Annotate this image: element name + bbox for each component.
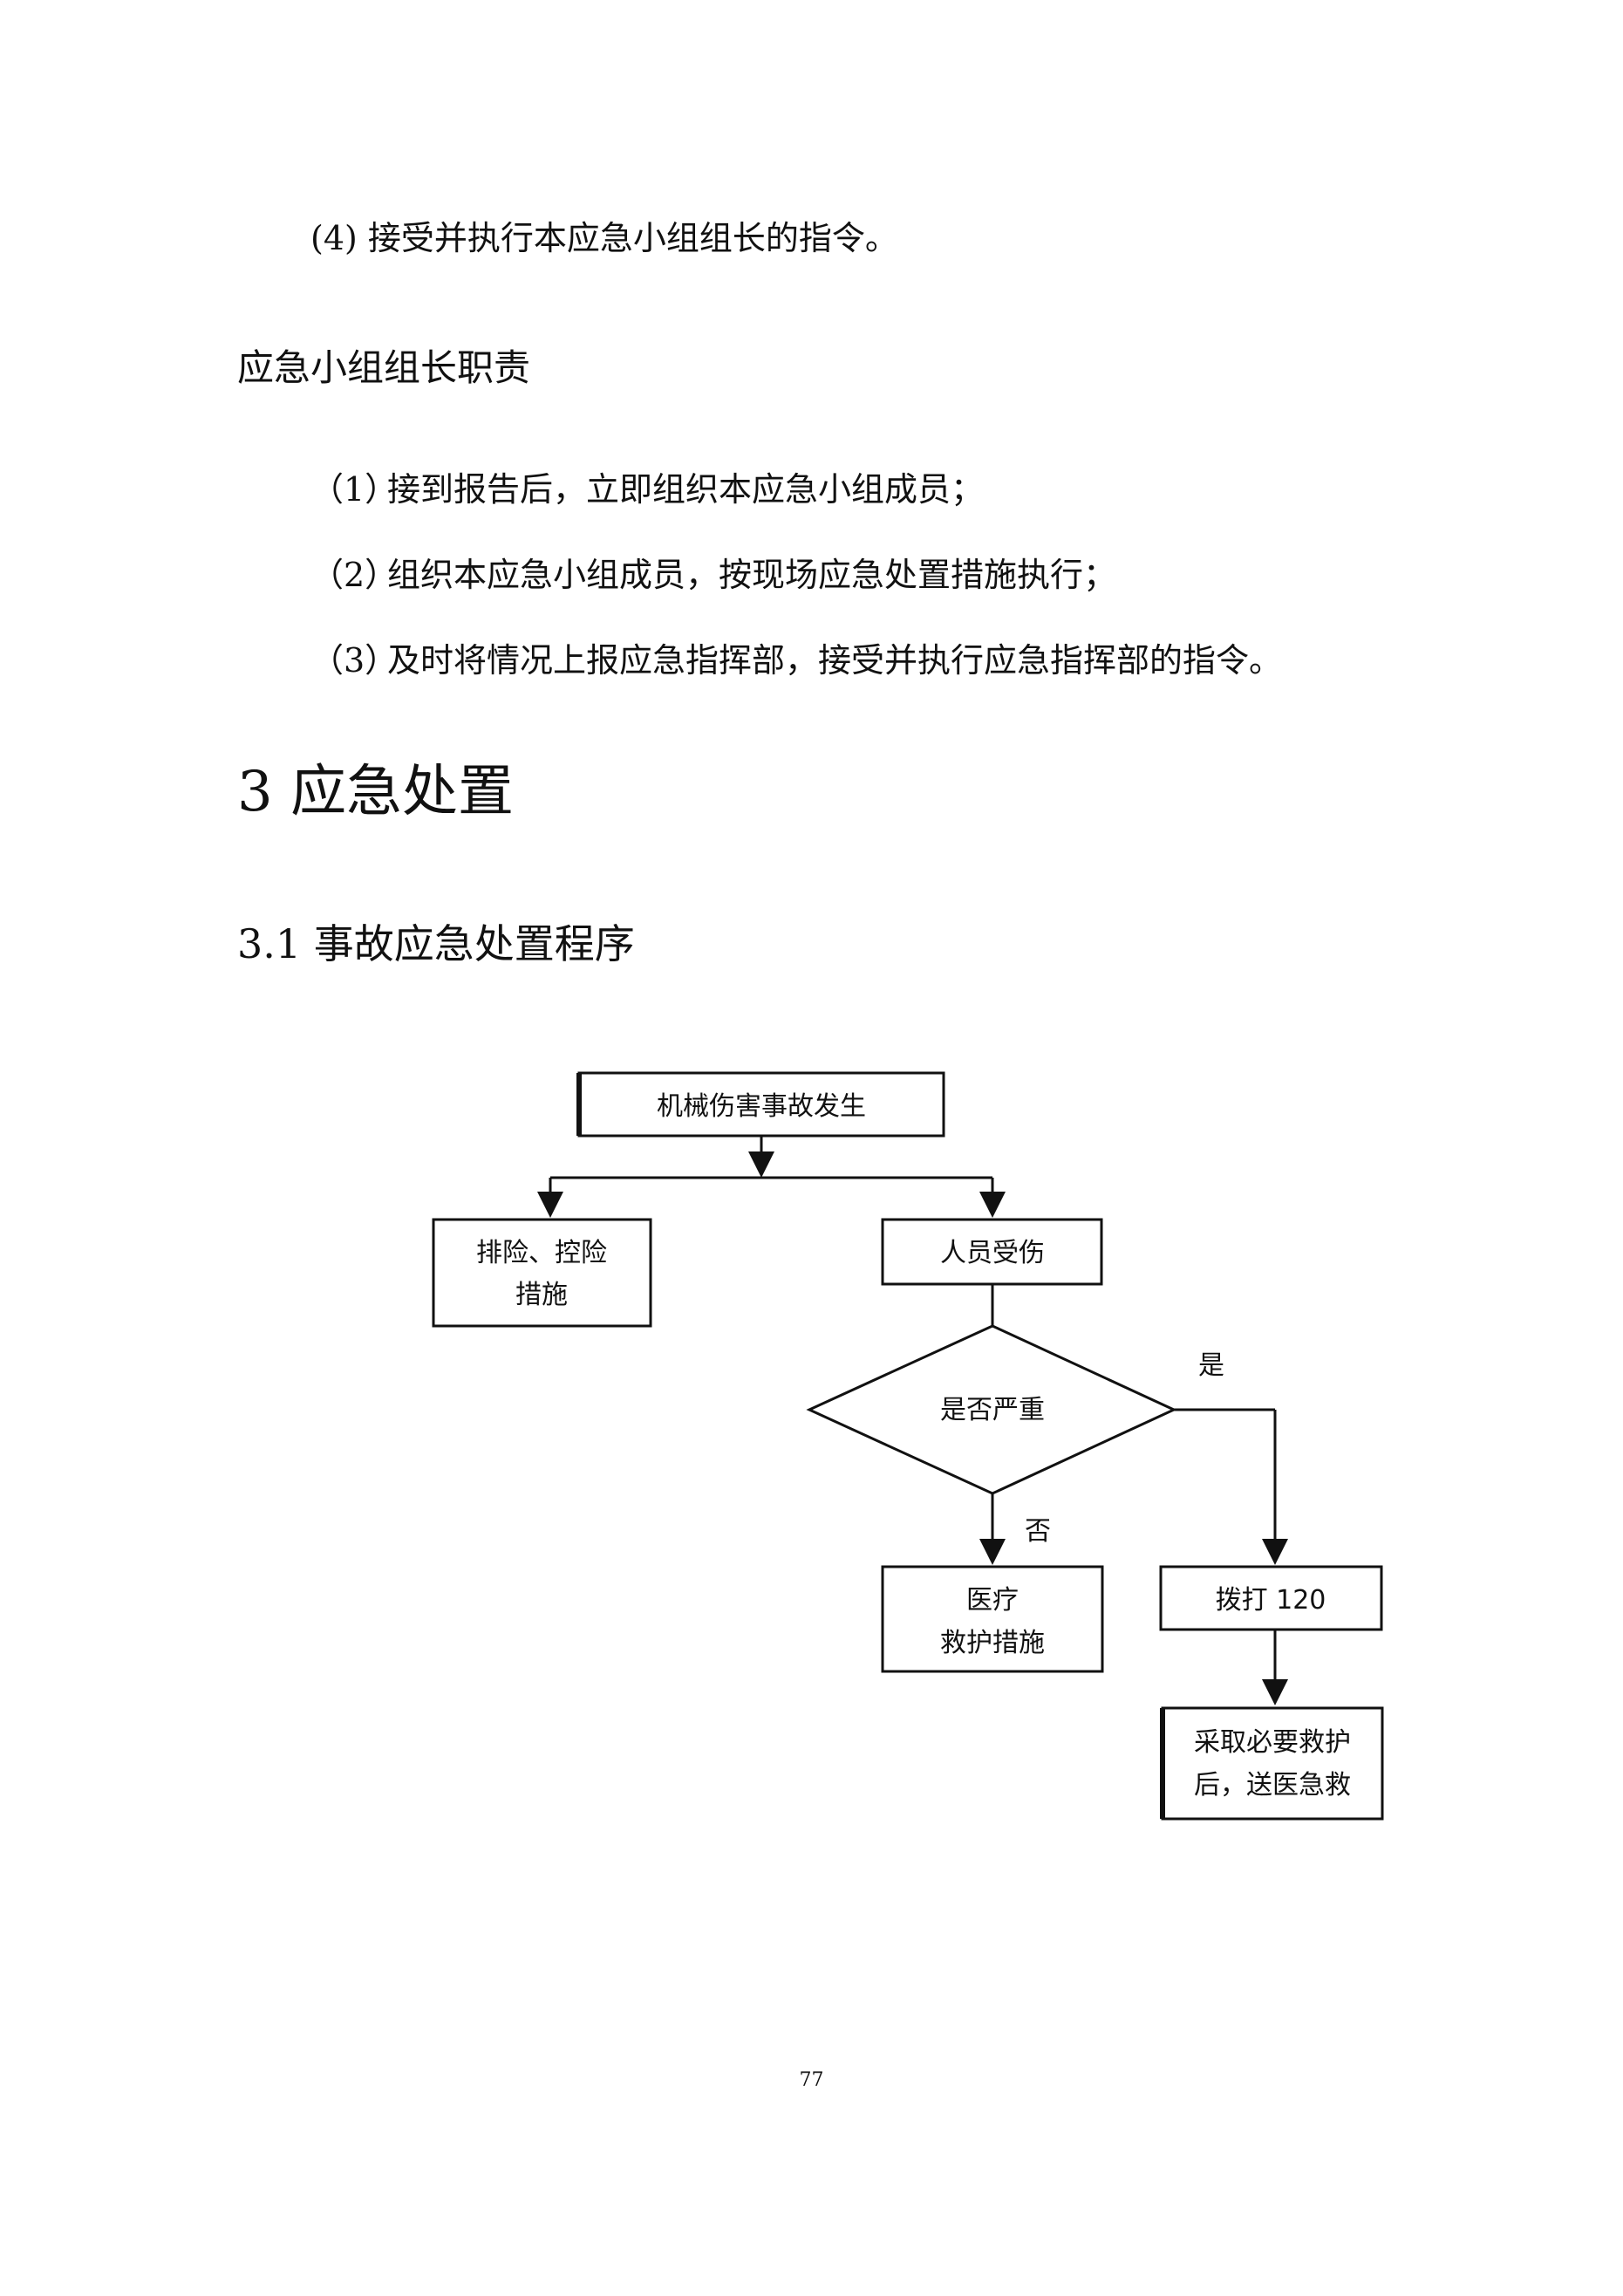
hazard-control-text-1: 排险、控险 [476, 1238, 607, 1268]
no-label: 否 [1025, 1516, 1051, 1547]
final-text-2: 后，送医急救 [1194, 1770, 1351, 1801]
medical-text-2: 救护措施 [940, 1628, 1045, 1658]
final-box [1161, 1706, 1384, 1821]
item-4-text: (4) 接受并执行本应急小组组长的指令。 [310, 219, 898, 257]
call-120-text: 拨打 120 [1216, 1585, 1326, 1616]
medical-box [881, 1565, 1104, 1673]
duty-item-2: （2）组织本应急小组成员，按现场应急处置措施执行； [310, 548, 1116, 596]
duty-item-1: （1）接到报告后，立即组织本应急小组成员； [310, 462, 984, 510]
yes-label: 是 [1198, 1350, 1224, 1381]
duty-item-text: 及时将情况上报应急指挥部，接受并执行应急指挥部的指令。 [387, 641, 1283, 680]
duty-item-text: 接到报告后，立即组织本应急小组成员； [387, 470, 985, 509]
duty-item-number: （2） [310, 556, 399, 594]
call-120-box [1159, 1565, 1383, 1631]
section-heading: 3 应急处置 [237, 760, 515, 824]
start-box [577, 1071, 945, 1138]
duty-item-number: （1） [310, 470, 399, 509]
injury-box [881, 1218, 1103, 1286]
start-text: 机械伤害事故发生 [657, 1091, 866, 1122]
final-text-1: 采取必要救护 [1194, 1727, 1351, 1758]
injury-text: 人员受伤 [940, 1238, 1045, 1268]
duty-item-3: （3）及时将情况上报应急指挥部，接受并执行应急指挥部的指令。 [310, 633, 1282, 681]
page-number: 77 [799, 2069, 824, 2091]
duty-item-text: 组织本应急小组成员，按现场应急处置措施执行； [387, 556, 1117, 594]
duty-heading: 应急小组组长职责 [237, 346, 531, 389]
hazard-control-text-2: 措施 [515, 1280, 568, 1310]
medical-text-1: 医疗 [966, 1585, 1019, 1616]
decision-text: 是否严重 [940, 1395, 1045, 1425]
subsection-heading: 3.1 事故应急处置程序 [237, 920, 635, 967]
duty-item-number: （3） [310, 641, 399, 680]
hazard-control-box [432, 1218, 652, 1328]
